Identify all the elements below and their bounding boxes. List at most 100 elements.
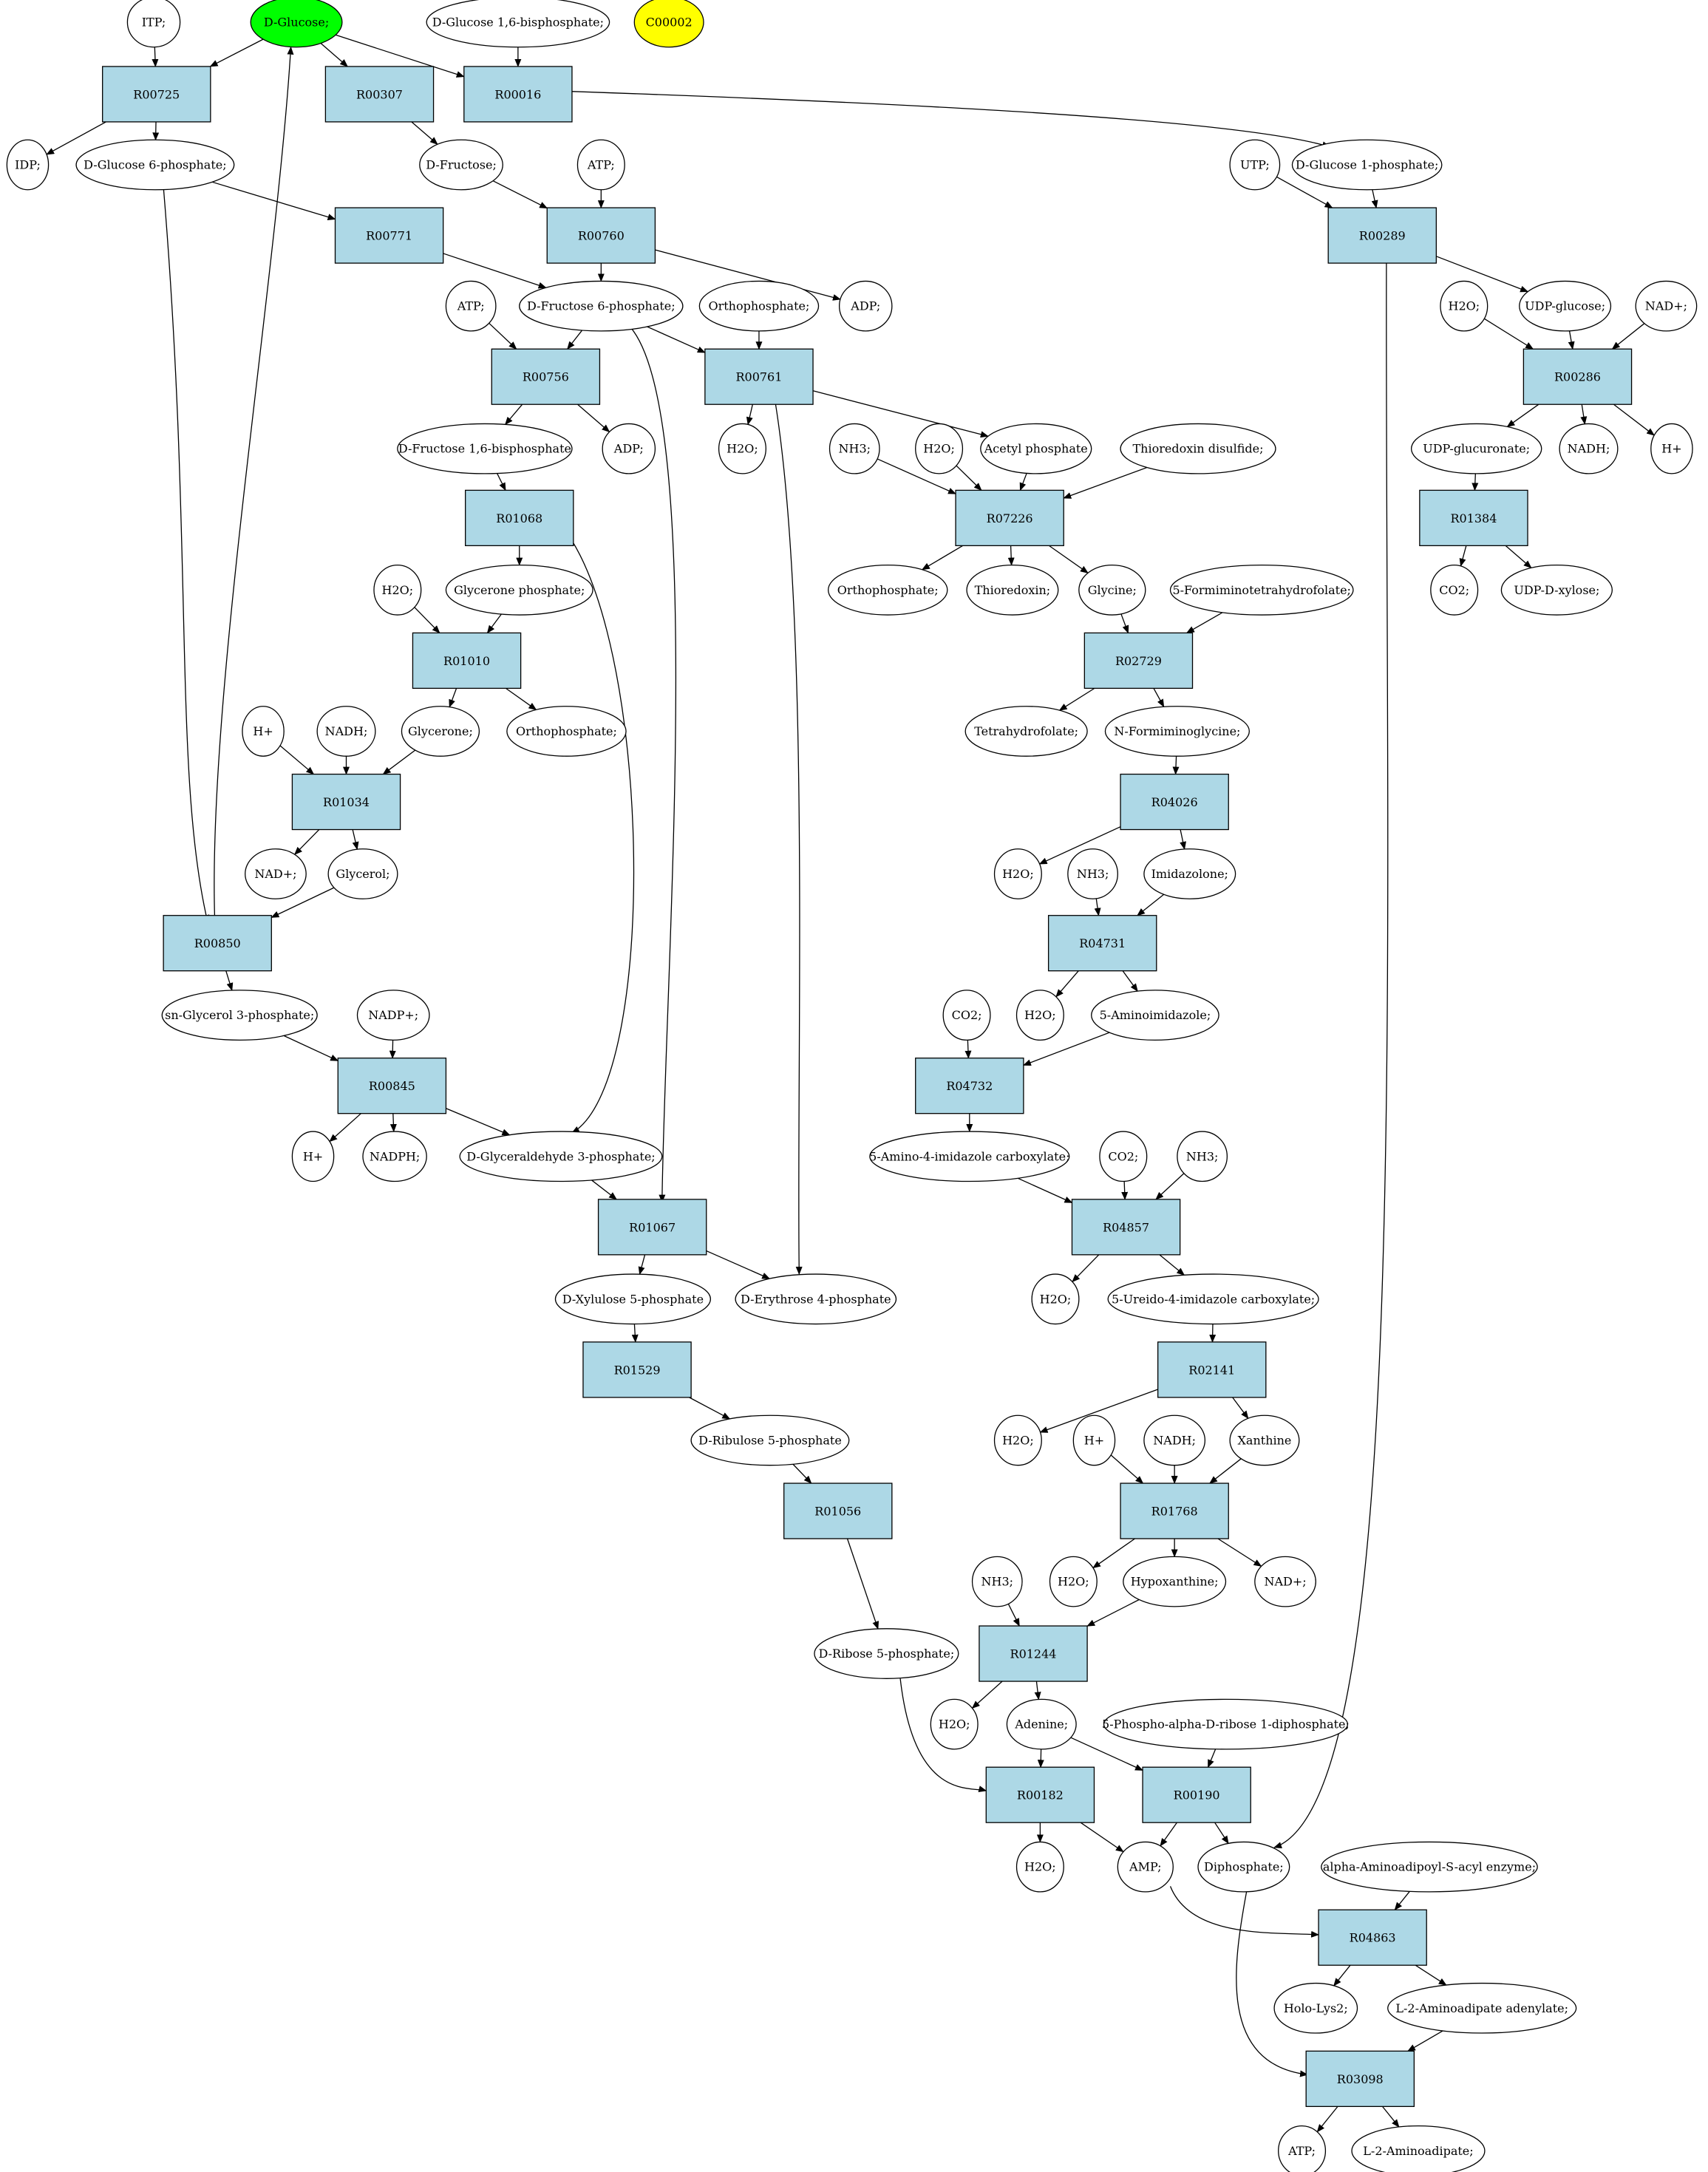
reaction-box — [1305, 2050, 1415, 2108]
compound-label: NH3; — [1186, 1149, 1219, 1163]
edge — [1172, 756, 1180, 775]
reaction-node: R02729 — [1083, 632, 1194, 690]
reaction-label: R00845 — [369, 1079, 415, 1093]
compound-label: H2O; — [1002, 1433, 1034, 1447]
compound-node: N-Formiminoglycine; — [1104, 706, 1250, 757]
compound-label: C00002 — [646, 15, 693, 29]
compound-node: 5-Aminoimidazole; — [1091, 990, 1219, 1041]
reaction-node: R00182 — [985, 1766, 1095, 1823]
reaction-label: R00850 — [194, 936, 241, 950]
reaction-box — [412, 632, 522, 690]
reaction-box — [597, 1199, 707, 1256]
reaction-label: R01529 — [614, 1363, 661, 1377]
compound-label: Glycerone; — [408, 724, 473, 738]
compound-node: NADH; — [1143, 1414, 1206, 1466]
compound-ellipse — [161, 990, 318, 1041]
edge — [446, 1108, 511, 1136]
reaction-node: R00286 — [1522, 348, 1633, 405]
compound-node: H+ — [1650, 423, 1693, 474]
compound-ellipse — [327, 848, 398, 899]
compound-ellipse — [1229, 1414, 1300, 1466]
compound-node: Glycerone phosphate; — [445, 564, 593, 616]
edge — [956, 465, 982, 491]
compound-ellipse — [506, 706, 627, 757]
compound-node: Glycerone; — [401, 706, 480, 757]
compound-label: 5-Formiminotetrahydrofolate; — [1172, 583, 1351, 597]
compound-label: Orthophosphate; — [837, 583, 939, 597]
compound-ellipse — [980, 423, 1092, 474]
reaction-box — [163, 915, 272, 972]
compound-node: Thioredoxin disulfide; — [1120, 423, 1276, 474]
edge — [647, 326, 706, 353]
compound-label: D-Fructose 1,6-bisphosphate — [398, 442, 571, 456]
compound-node: D-Ribose 5-phosphate; — [814, 1628, 959, 1679]
edge — [1110, 1454, 1144, 1484]
edge — [1236, 1891, 1309, 2077]
compound-ellipse — [690, 1414, 850, 1466]
compound-ellipse — [1049, 1556, 1098, 1607]
reaction-label: R02141 — [1188, 1363, 1235, 1377]
reaction-box — [985, 1766, 1095, 1823]
edge — [1153, 688, 1165, 708]
compound-label: NH3; — [1077, 867, 1109, 881]
edge — [1459, 545, 1467, 567]
compound-ellipse — [1430, 564, 1479, 616]
compound-ellipse — [1107, 1273, 1319, 1325]
compound-ellipse — [426, 0, 610, 48]
reaction-label: R01244 — [1010, 1647, 1057, 1661]
edge — [1094, 898, 1101, 916]
compound-node: H2O; — [1015, 1841, 1064, 1893]
compound-label: NADP+; — [368, 1008, 418, 1022]
edge — [1122, 970, 1138, 993]
compound-label: UDP-glucuronate; — [1423, 442, 1530, 456]
reaction-box — [102, 66, 211, 123]
reaction-node: R04863 — [1318, 1909, 1427, 1966]
compound-node: alpha-Aminoadipoyl-S-acyl enzyme; — [1321, 1841, 1538, 1893]
edge — [1159, 1254, 1185, 1276]
edge — [1180, 829, 1187, 850]
compound-ellipse — [814, 1628, 959, 1679]
edge — [279, 745, 315, 775]
compound-node: D-Xylulose 5-phosphate — [554, 1273, 712, 1325]
compound-node: H+ — [291, 1131, 335, 1182]
edge — [1063, 466, 1148, 499]
compound-label: NAD+; — [1645, 299, 1687, 313]
compound-label: H2O; — [1024, 1008, 1056, 1022]
reaction-box — [324, 66, 435, 123]
edge — [1121, 1181, 1129, 1200]
edge — [1137, 893, 1165, 916]
edge — [152, 47, 159, 67]
reaction-node: R00850 — [163, 915, 272, 972]
edge — [577, 404, 610, 433]
reaction-label: R01384 — [1450, 511, 1497, 525]
reaction-label: R01056 — [814, 1505, 861, 1519]
compound-ellipse — [1321, 1841, 1538, 1893]
compound-label: Imidazolone; — [1151, 867, 1228, 881]
compound-node: NAD+; — [1635, 280, 1698, 332]
compound-ellipse — [1031, 1273, 1080, 1325]
compound-ellipse — [1273, 1982, 1358, 2034]
reaction-node: R00289 — [1327, 207, 1437, 264]
compound-ellipse — [971, 1556, 1023, 1607]
compound-ellipse — [869, 1131, 1070, 1182]
edge — [1017, 1177, 1073, 1203]
compound-node: ATP; — [445, 280, 497, 332]
compound-label: ITP; — [142, 15, 166, 29]
compound-label: Diphosphate; — [1204, 1860, 1284, 1874]
reaction-label: R00286 — [1554, 370, 1601, 384]
compound-label: D-Ribulose 5-phosphate — [698, 1433, 842, 1447]
edge — [1092, 1538, 1135, 1569]
compound-label: UTP; — [1240, 158, 1270, 172]
reaction-label: R01034 — [323, 795, 370, 809]
compound-ellipse — [576, 139, 625, 191]
compound-ellipse — [1519, 280, 1612, 332]
edge — [352, 829, 359, 851]
compound-node: D-Glucose 6-phosphate; — [75, 139, 235, 191]
reaction-label: R00016 — [494, 87, 541, 101]
compound-node: 5-Ureido-4-imidazole carboxylate; — [1107, 1273, 1319, 1325]
reaction-box — [1120, 1482, 1229, 1539]
edge — [486, 613, 502, 634]
edge — [1039, 1389, 1158, 1433]
compound-node: D-Glucose; — [250, 0, 343, 48]
